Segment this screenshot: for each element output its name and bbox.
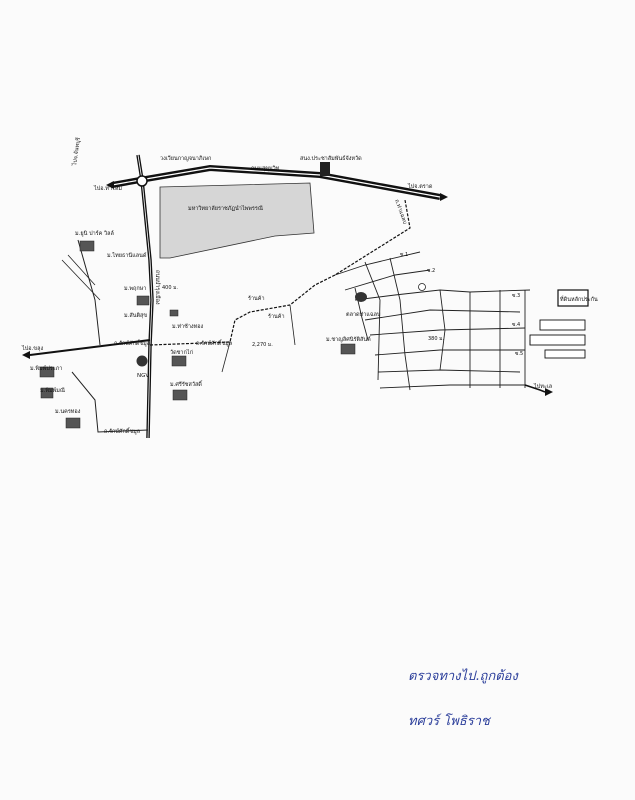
circle-label: วงเวียนกาญจนาภิเษก: [160, 155, 211, 162]
house-icon: [40, 387, 54, 399]
market-icon: [355, 292, 367, 302]
shop-1-label: ร้านค้า: [248, 295, 265, 302]
village-3-label: ม.พฤกษา: [124, 286, 146, 292]
to-chanthaburi-label: ไปจ.จันทบุรี: [71, 137, 82, 167]
vertical-road-label: ถนนบำรุงเมือง: [154, 270, 161, 305]
road-mid-2-label: ถ.รักษ์ศักดิ์ชมูล: [196, 339, 232, 347]
side-road-5-label: ซ.5: [515, 351, 523, 357]
village-4-label: ม.สันติสุข: [124, 312, 147, 319]
distance-2-label: 2,270 ม.: [252, 342, 273, 348]
temple-label: วัดชากไก่: [170, 349, 193, 356]
village-6-label: ม.พิมพ์ประภา: [30, 365, 62, 372]
left-road: [29, 339, 151, 356]
university-area: [159, 182, 315, 259]
ngv-station-icon: [136, 355, 148, 367]
side-road-2-label: ซ.2: [427, 268, 435, 274]
house-icons: [39, 240, 356, 429]
road-bottom-label: ถ.รักษ์ศักดิ์ชมูล: [104, 427, 140, 435]
highway-label: ถนนสุขุมวิท: [251, 165, 280, 172]
house-icon: [79, 240, 95, 252]
house-icon: [169, 309, 179, 317]
distance-1-label: 400 ม.: [162, 285, 178, 291]
house-icon: [136, 295, 150, 306]
right-grid-roads: [334, 251, 531, 391]
circle-icon: [136, 175, 148, 187]
ngv-label: NGV: [137, 373, 149, 379]
village-10-label: ม.ชาญลิศนิรัติสันต์: [326, 336, 371, 343]
house-icon: [172, 389, 188, 401]
village-1-label: ม.ยูนิ ปาร์ค วิลล์: [75, 230, 114, 237]
to-trat-label: ไปจ.ตราด: [407, 183, 433, 190]
road-mid-label: ถ.รักษ์ศักดิ์ชมูล: [114, 339, 150, 347]
school-label: ตลาดท่าแฉลบ: [346, 312, 381, 318]
distance-3-label: 380 ม.: [428, 336, 444, 342]
village-2-label: ม.ไทยธานีแลนด์: [107, 252, 147, 259]
village-8-label: ม.นครทอง: [55, 409, 81, 415]
house-icon: [340, 343, 356, 355]
temple-icon: [171, 355, 187, 367]
to-sea-label: ไปทะเล: [533, 383, 552, 390]
house-icon: [39, 366, 55, 378]
to-rayong-label: ไปอ.ท่าใหม่: [93, 185, 122, 192]
village-5-label: ม.ท่าช้างทอง: [172, 323, 204, 330]
inspection-note: ตรวจทางไป.ถูกต้อง: [408, 669, 518, 684]
side-road-4-label: ซ.4: [512, 322, 520, 328]
village-7-label: ม.พิมพ์มณี: [40, 387, 65, 394]
office-building-icon: [320, 162, 330, 176]
side-road-3-label: ซ.3: [512, 293, 520, 299]
house-icon: [65, 417, 81, 429]
university-label: มหาวิทยาลัยราชภัฏนำไพพรรณี: [188, 205, 263, 212]
side-road-1-label: ซ.1: [400, 252, 408, 258]
to-left-label: ไปอ.ขลุง: [21, 345, 43, 352]
target-label: ที่ดินหลักประกัน: [560, 295, 598, 303]
signature: ทศวร์ โพธิราช: [408, 714, 490, 729]
shop-2-label: ร้านค้า: [268, 313, 285, 320]
village-9-label: ม.ศรีรัชสวัสดิ์: [170, 380, 203, 388]
office-label: สนง.ประชาสัมพันธ์จังหวัด: [300, 155, 362, 162]
target-box: [557, 289, 589, 307]
